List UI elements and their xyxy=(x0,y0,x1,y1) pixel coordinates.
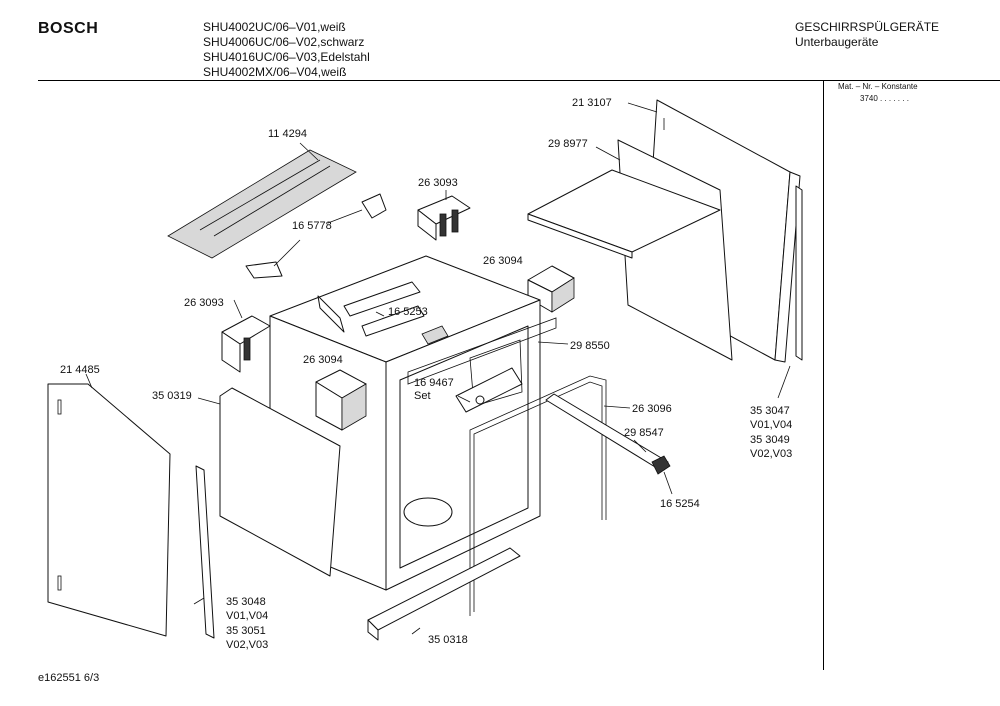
part-label: 26 3093 xyxy=(418,177,458,189)
header-divider xyxy=(38,80,823,81)
part-variant-label: V02,V03 xyxy=(750,448,793,460)
hinge-cover-mid xyxy=(315,369,367,431)
part-label: 29 8547 xyxy=(624,427,664,439)
rail-bar xyxy=(545,393,673,495)
material-number-prefix: 3740 . . . . . . . xyxy=(860,94,909,103)
part-label: 35 3049 xyxy=(750,434,790,446)
part-label: 35 0318 xyxy=(428,634,468,646)
part-label: 29 8550 xyxy=(570,340,610,352)
document-reference: e162551 6/3 xyxy=(38,672,99,684)
model-line: SHU4016UC/06–V03,Edelstahl xyxy=(203,50,370,64)
heat-shield-film xyxy=(167,142,357,259)
base-rail xyxy=(367,547,521,641)
page-number: 6/3 xyxy=(83,672,100,684)
part-label: 26 3093 xyxy=(184,297,224,309)
part-label: 35 3048 xyxy=(226,596,266,608)
category-subtitle: Unterbaugeräte xyxy=(795,35,879,49)
part-label: 16 5778 xyxy=(292,220,332,232)
part-variant-label: V01,V04 xyxy=(226,610,269,622)
part-label: 29 8977 xyxy=(548,138,588,150)
hinge-top xyxy=(417,190,471,241)
margin-divider xyxy=(823,80,824,670)
part-label: 16 5253 xyxy=(388,306,428,318)
brand-logo: BOSCH xyxy=(38,20,99,37)
model-list: SHU4002UC/06–V01,weiß SHU4006UC/06–V02,s… xyxy=(203,20,370,80)
part-label: 11 4294 xyxy=(268,128,307,140)
model-line: SHU4006UC/06–V02,schwarz xyxy=(203,35,365,49)
trim-strip-left xyxy=(193,465,215,639)
part-label: Set xyxy=(414,390,431,402)
side-panel-mid xyxy=(197,387,341,577)
part-label: 26 3096 xyxy=(632,403,672,415)
part-label: 26 3094 xyxy=(483,255,523,267)
doc-ref-code: e162551 xyxy=(38,672,81,684)
part-label: 35 3047 xyxy=(750,405,790,417)
part-variant-label: V01,V04 xyxy=(750,419,793,431)
part-variant-label: V02,V03 xyxy=(226,639,269,651)
part-label: 16 9467 xyxy=(414,377,454,389)
category-title: GESCHIRRSPÜLGERÄTE xyxy=(795,20,940,34)
model-line: SHU4002UC/06–V01,weiß xyxy=(203,20,346,34)
part-label: 16 5254 xyxy=(660,498,700,510)
rear-wall-panel xyxy=(527,139,733,361)
hinge-cover-right xyxy=(527,265,575,313)
side-panel-left xyxy=(47,373,171,637)
bracket-pair xyxy=(245,193,387,279)
trim-strip-right xyxy=(777,185,803,399)
part-label: 21 4485 xyxy=(60,364,100,376)
hinge-left xyxy=(221,299,271,373)
part-label: 35 0319 xyxy=(152,390,192,402)
margin-top-line xyxy=(823,80,1000,81)
part-label: 26 3094 xyxy=(303,354,343,366)
part-label: 35 3051 xyxy=(226,625,266,637)
material-number-label: Mat. – Nr. – Konstante xyxy=(838,82,918,91)
model-line: SHU4002MX/06–V04,weiß xyxy=(203,65,347,79)
part-label: 21 3107 xyxy=(572,97,612,109)
guide-rail-set xyxy=(455,367,523,413)
